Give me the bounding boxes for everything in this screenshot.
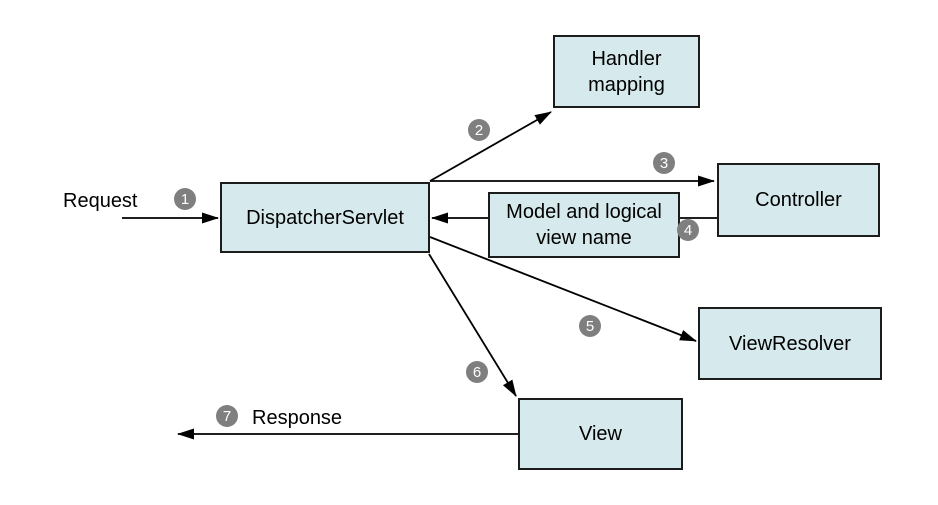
step-3-badge: 3 [653, 152, 675, 174]
node-view-resolver: ViewResolver [698, 307, 882, 380]
step-6-badge: 6 [466, 361, 488, 383]
arrow-5-dispatcher-to-viewresolver [429, 236, 697, 342]
step-5-badge: 5 [579, 315, 601, 337]
arrow-2-dispatcher-to-handler-mapping [429, 111, 552, 182]
arrow-6-dispatcher-to-view [428, 253, 517, 397]
node-controller: Controller [717, 163, 880, 237]
step-7-badge: 7 [216, 405, 238, 427]
step-1-badge: 1 [174, 188, 196, 210]
response-label: Response [252, 407, 343, 429]
node-handler-mapping: Handler mapping [553, 35, 700, 108]
request-label: Request [63, 190, 138, 212]
node-dispatcher-servlet: DispatcherServlet [220, 182, 430, 253]
node-view: View [518, 398, 683, 470]
node-model-and-logical-view-name: Model and logical view name [488, 192, 680, 258]
step-2-badge: 2 [468, 119, 490, 141]
step-4-badge: 4 [677, 219, 699, 241]
